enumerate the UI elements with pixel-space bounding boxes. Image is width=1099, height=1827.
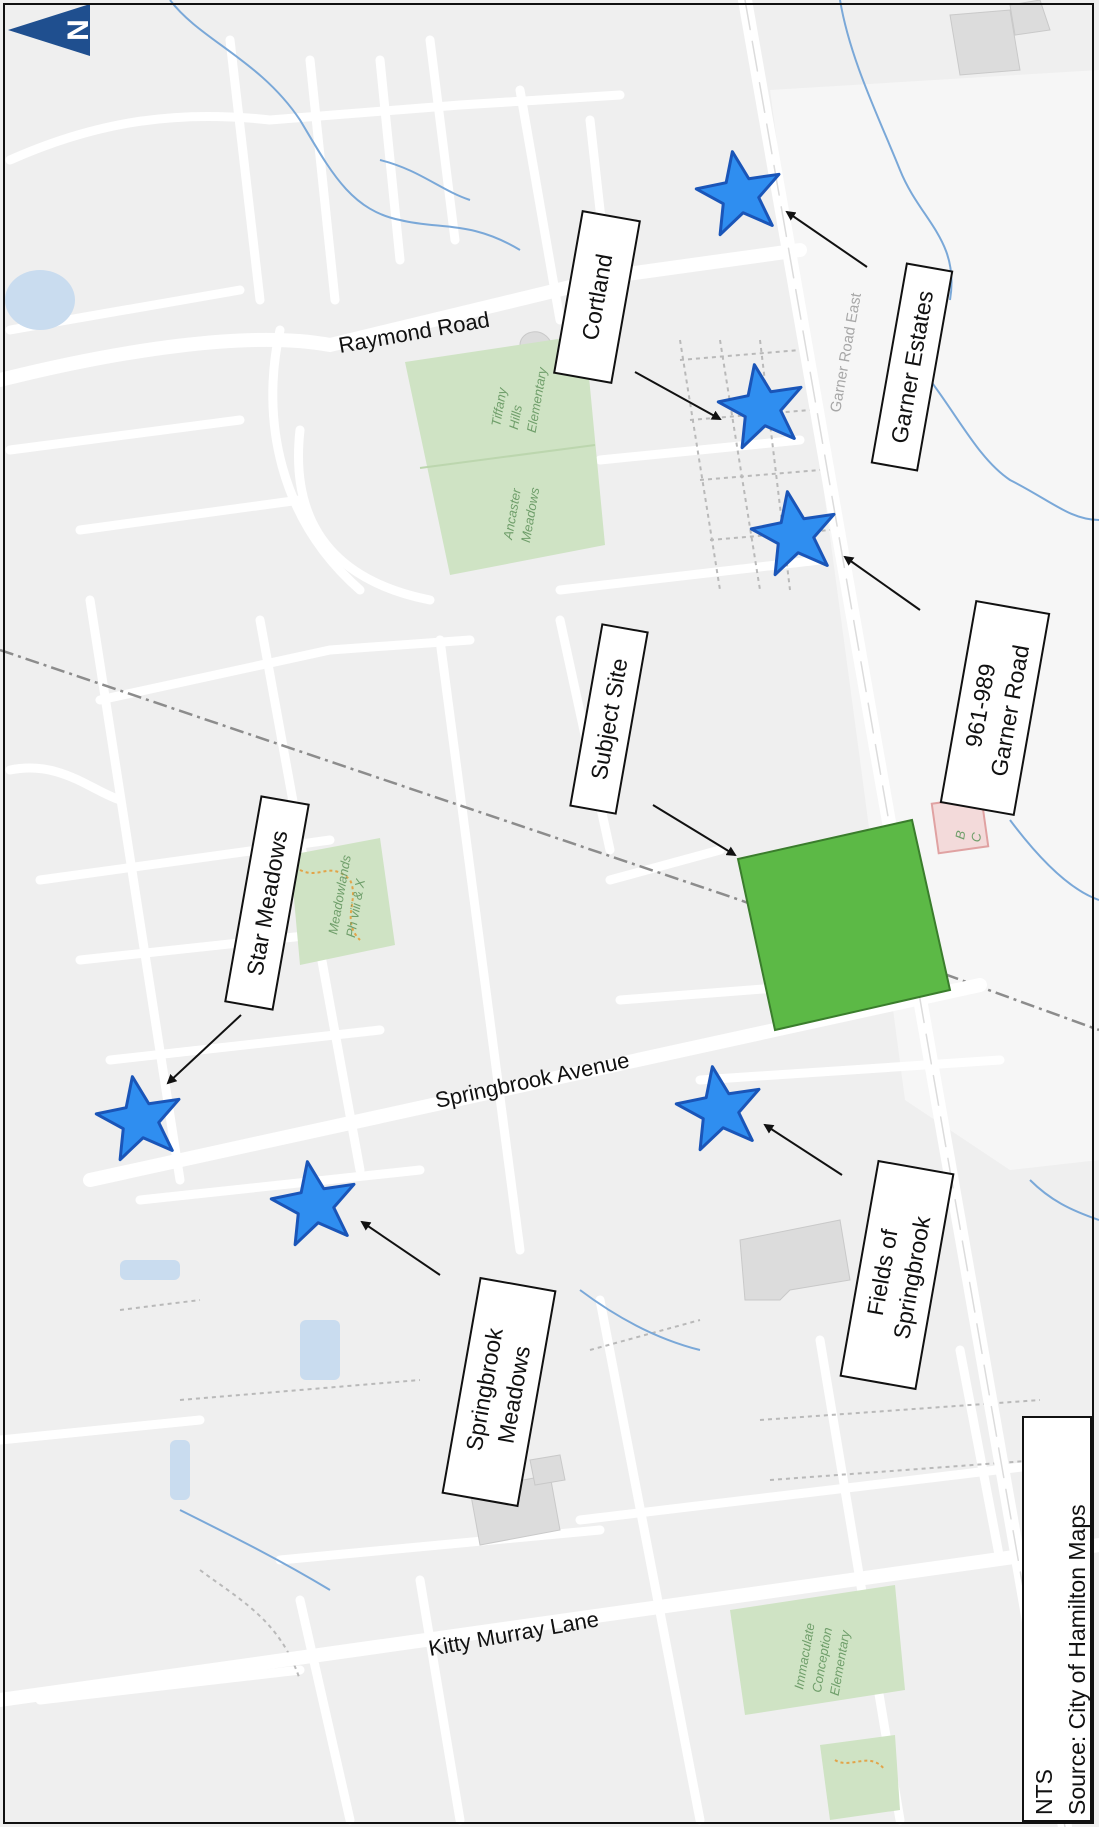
- source-box-nts: NTS: [1031, 1769, 1057, 1815]
- leader-lines: [166, 210, 921, 1276]
- callout-fields-of-springbrook[interactable]: Fields of Springbrook: [839, 1159, 955, 1391]
- parks: [290, 335, 990, 1820]
- north-arrow-label: N: [62, 19, 95, 41]
- small-park: [820, 1735, 900, 1820]
- subject-site-parcel[interactable]: [736, 818, 952, 1032]
- source-box-source: Source: City of Hamilton Maps: [1064, 1504, 1090, 1815]
- callout-cortland[interactable]: Cortland: [553, 210, 641, 384]
- callout-subject-site[interactable]: Subject Site: [569, 623, 649, 815]
- raymond-road-line: [0, 243, 807, 387]
- water-courses: [169, 0, 1099, 1591]
- kitty-murray-lane-line: [0, 1538, 1099, 1707]
- source-box: NTS Source: City of Hamilton Maps: [1022, 1416, 1092, 1822]
- tiffany-ancaster-park: [405, 335, 605, 575]
- north-arrow-icon: N: [8, 4, 95, 56]
- small-building-label: B C: [952, 826, 985, 843]
- callout-garner-road-961[interactable]: 961-989 Garner Road: [939, 599, 1051, 817]
- callout-springbrook-meadows[interactable]: Springbrook Meadows: [441, 1276, 557, 1508]
- ponds: [5, 270, 340, 1500]
- meadowlands-park: [290, 838, 395, 965]
- rural-area: [770, 70, 1099, 1170]
- immaculate-park: [730, 1585, 905, 1715]
